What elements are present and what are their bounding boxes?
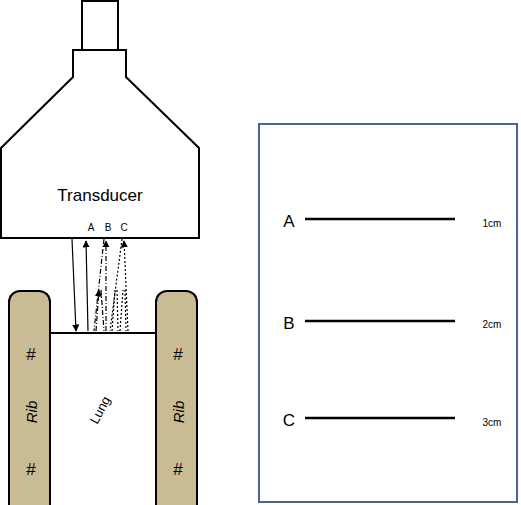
echo-path-c — [112, 290, 115, 331]
echo-path-c — [125, 290, 126, 331]
echo-path-c — [124, 241, 128, 331]
echo-line-a — [305, 218, 455, 221]
rib-name: Rib — [24, 401, 39, 424]
echo-line-b — [305, 320, 455, 323]
path-letter: A — [88, 223, 95, 233]
echo-letter: C — [283, 412, 295, 429]
echo-display-panel: A 1cmB 2cmC 3cm — [258, 123, 518, 503]
echo-path-b — [94, 239, 104, 331]
bone-symbol: # — [26, 346, 35, 363]
rib-bone: # Rib # — [8, 290, 51, 505]
rib-bone: # Rib # — [155, 290, 198, 505]
echo-letter: B — [283, 315, 294, 332]
echo-letter: A — [283, 213, 294, 230]
depth-value: 2cm — [483, 320, 502, 330]
depth-value: 3cm — [483, 418, 502, 428]
echo-path-c — [110, 239, 122, 331]
echo-path-b — [101, 290, 104, 331]
echo-path-b — [96, 290, 99, 331]
depth-value: 1cm — [483, 219, 502, 229]
transducer-housing: Transducer — [0, 0, 200, 240]
echo-path-c — [117, 290, 118, 331]
bone-symbol: # — [173, 461, 182, 478]
organ-name: Lung — [87, 394, 112, 426]
bone-symbol: # — [173, 346, 182, 363]
transducer-outline — [0, 0, 200, 240]
path-letter: C — [120, 223, 127, 233]
echo-path-a — [86, 241, 88, 331]
echo-path-a — [72, 239, 76, 331]
path-letter: B — [105, 223, 112, 233]
transducer-shape — [1, 1, 199, 238]
bone-symbol: # — [26, 461, 35, 478]
echo-path-c — [120, 290, 123, 331]
pleura-line — [50, 332, 155, 334]
rib-name: Rib — [171, 401, 186, 424]
echo-path-b — [105, 241, 106, 331]
echo-line-c — [305, 417, 455, 420]
device-name: Transducer — [57, 187, 142, 204]
